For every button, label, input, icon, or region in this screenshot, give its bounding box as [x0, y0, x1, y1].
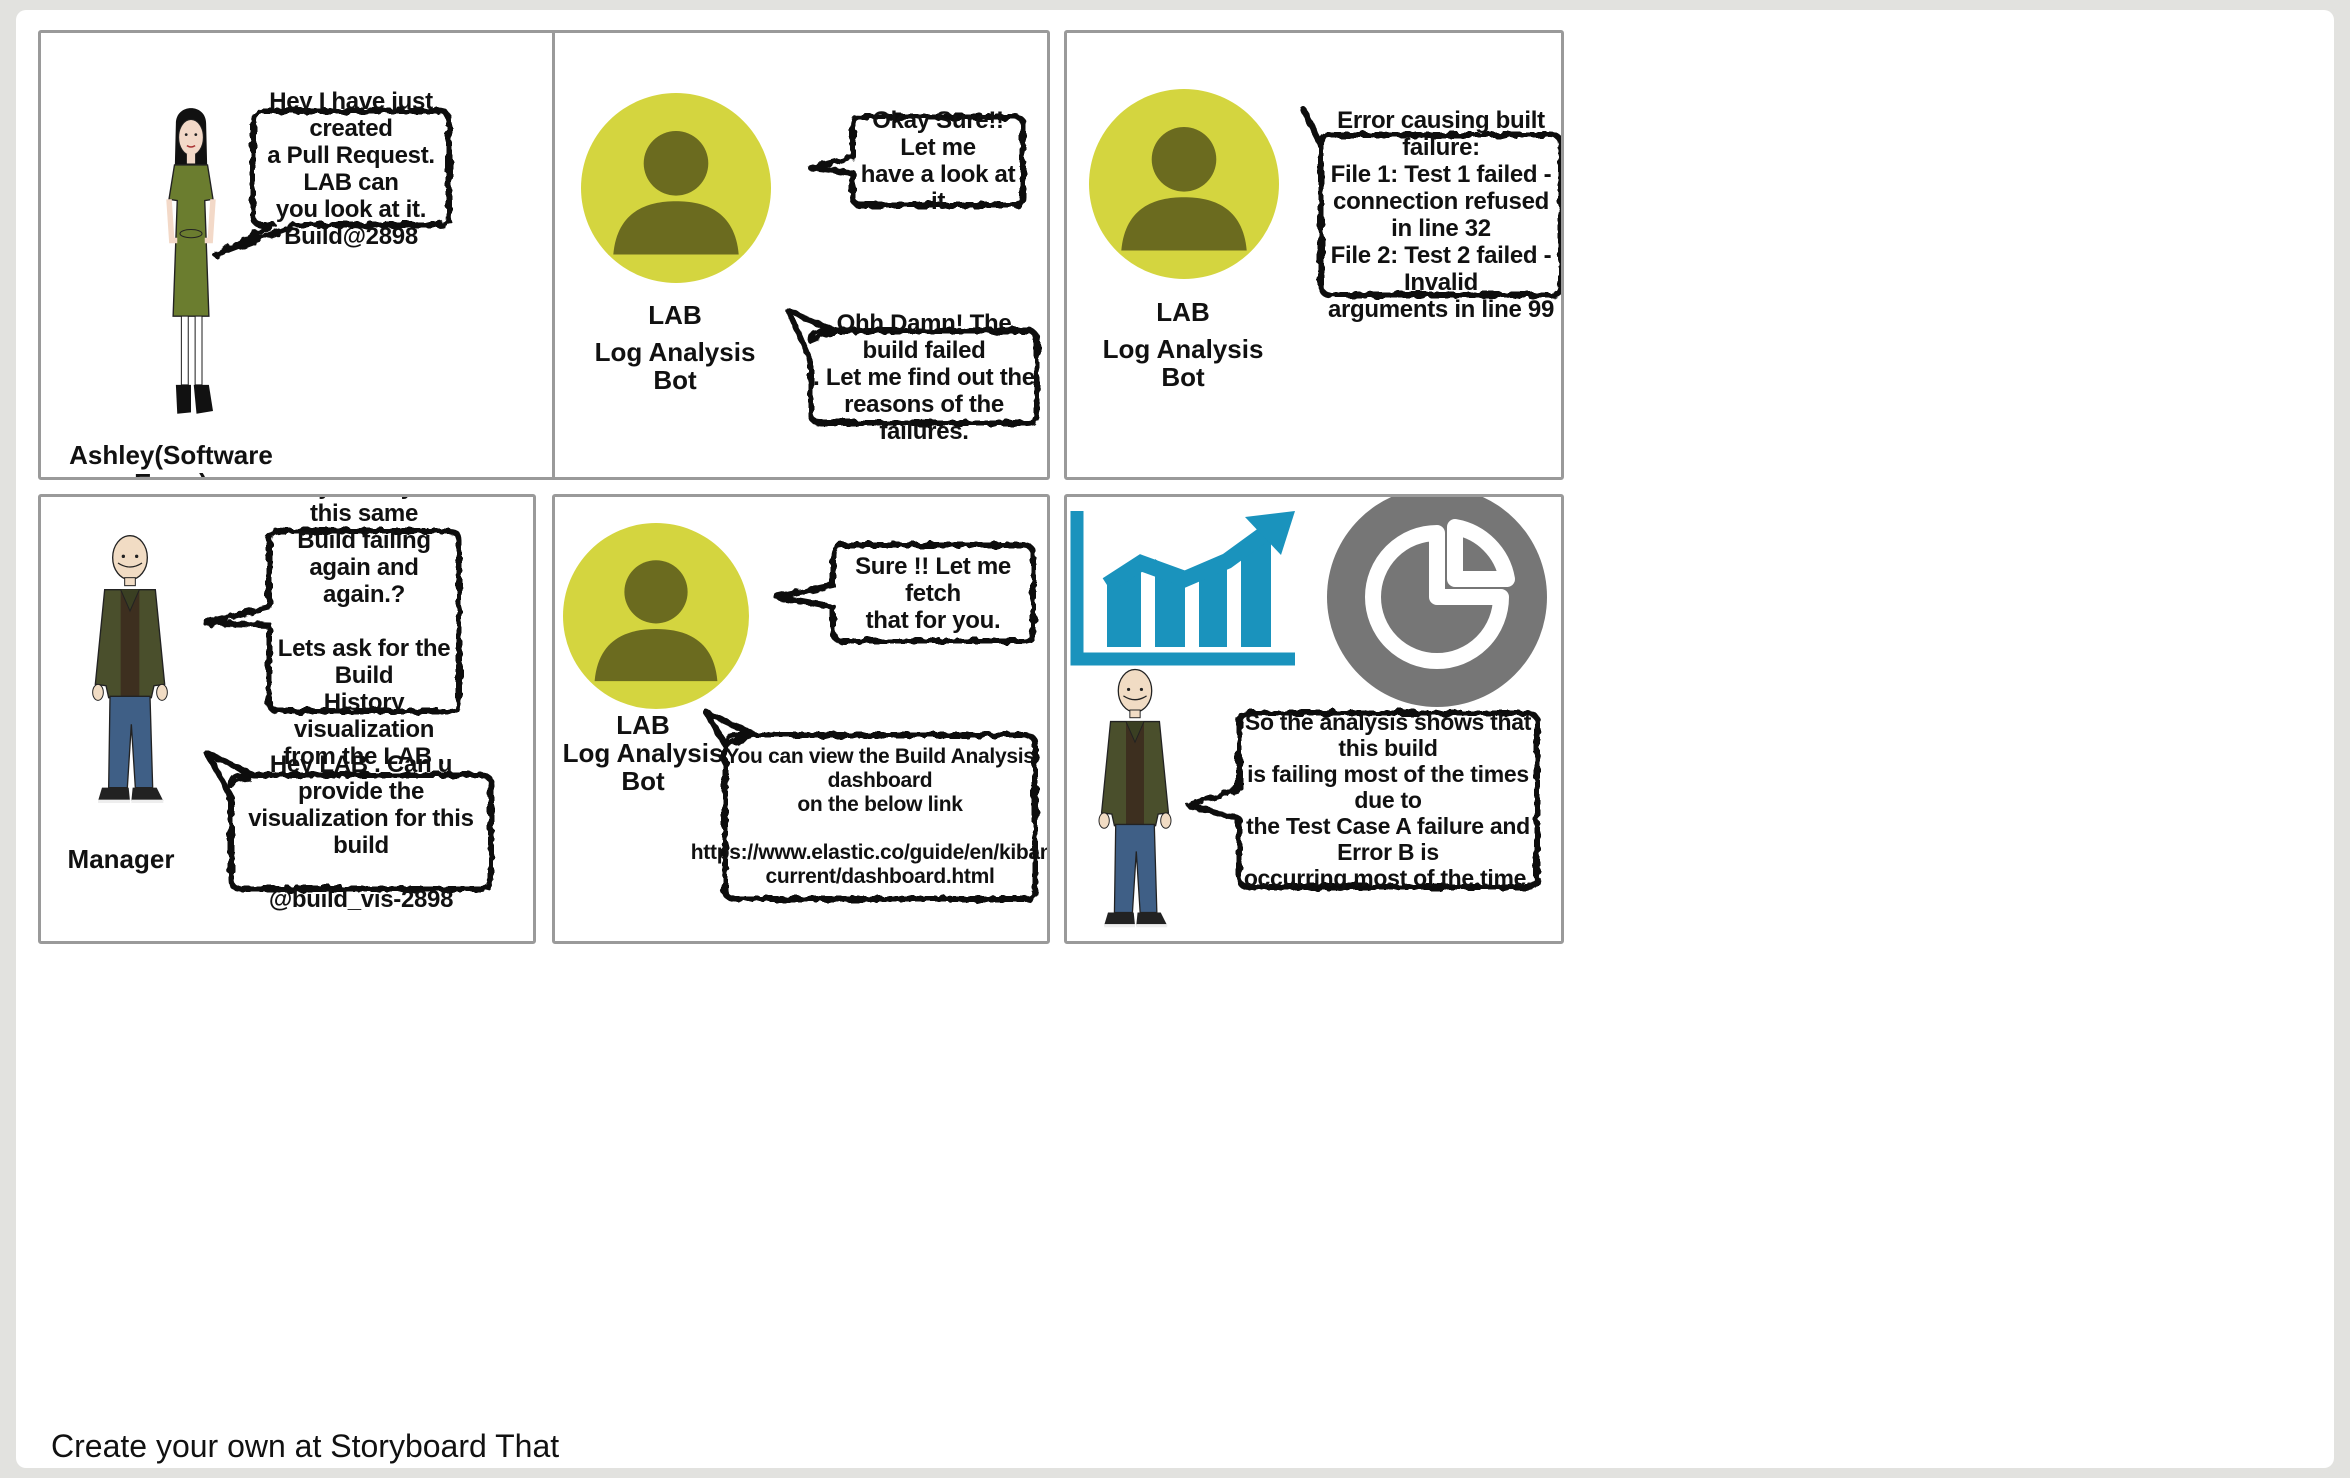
speech-bubble-2a: [808, 114, 1026, 208]
bubble-3-text: Error causing built failure: File 1: Tes…: [1327, 107, 1555, 323]
speech-bubble-2b: [786, 308, 1040, 426]
caption-lab-role: Log Analysis Bot: [594, 337, 756, 395]
pie-chart-icon: [1327, 497, 1547, 707]
bubble-4b-text: Hey LAB . Can u provide the visualizatio…: [248, 751, 474, 913]
bubble-4a-text: Hey Ashley is this same Build failing ag…: [277, 497, 451, 770]
speech-bubble-5a: [774, 542, 1036, 644]
panel-3: Error causing built failure: File 1: Tes…: [1064, 30, 1564, 480]
caption-manager: Manager: [67, 844, 175, 874]
bubble-1-text: Hey I have just created a Pull Request. …: [267, 88, 435, 250]
bubble-5b-text: You can view the Build Analysis dashboar…: [690, 745, 1050, 888]
manager-character-icon: [1098, 668, 1172, 929]
panel-6: So the analysis shows that this build is…: [1064, 494, 1564, 944]
bubble-6-text: So the analysis shows that this build is…: [1243, 709, 1533, 891]
bubble-2a-text: Okay Sure!! Let me have a look at it: [860, 107, 1016, 215]
speech-bubble-6: [1186, 710, 1540, 890]
panel-2-art: [581, 93, 1040, 426]
panel-5: Sure !! Let me fetch that for you. You c…: [552, 494, 1050, 944]
panel-6-art: [1070, 497, 1547, 929]
speech-bubble-4b: [204, 750, 494, 892]
storyboard: Hey I have just created a Pull Request. …: [16, 10, 2334, 1468]
caption-ashley: Ashley(Software Engg): [69, 440, 273, 477]
ashley-character-icon: [169, 108, 213, 414]
person-avatar-icon: [1089, 89, 1279, 279]
panel-5-art: [563, 523, 1038, 902]
panel-4: Hey Ashley is this same Build failing ag…: [38, 494, 536, 944]
person-avatar-icon: [563, 523, 749, 709]
panel-4-art: [91, 528, 494, 892]
caption-lab-name: LAB: [1156, 297, 1210, 327]
speech-bubble-4a: [203, 528, 462, 714]
bubble-2b-text: Ohh Damn! The build failed . Let me find…: [813, 309, 1035, 445]
footer-credit[interactable]: Create your own at Storyboard That: [51, 1428, 560, 1464]
speech-bubble-1: [213, 108, 452, 258]
bubble-5a-text: Sure !! Let me fetch that for you.: [855, 552, 1011, 634]
panel-1-art: [41, 33, 452, 480]
caption-lab: LAB Log Analysis Bot: [562, 710, 724, 796]
trend-chart-icon: [1070, 511, 1295, 666]
caption-lab-role: Log Analysis Bot: [1102, 334, 1264, 392]
caption-lab-name: LAB: [648, 300, 702, 330]
speech-bubble-5b: [704, 710, 1038, 902]
panel-2: Okay Sure!! Let me have a look at it Ohh…: [552, 30, 1050, 480]
person-avatar-icon: [581, 93, 771, 283]
manager-character-icon: [91, 534, 169, 804]
